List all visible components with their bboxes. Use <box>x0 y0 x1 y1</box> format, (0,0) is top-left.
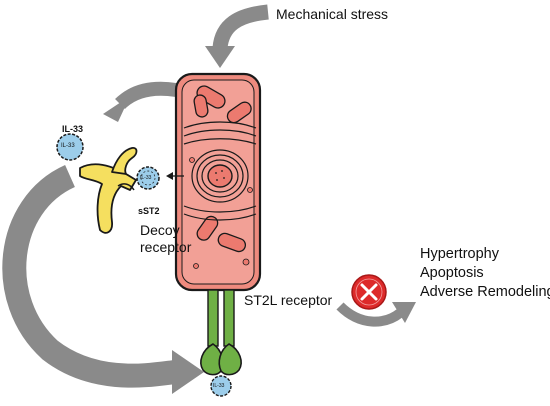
il33-molecule-text: IL-33 <box>61 143 75 149</box>
il33-pathway-arrow <box>2 165 204 394</box>
cardiomyocyte-cell <box>174 72 262 292</box>
decoy-label-line2: receptor <box>140 239 192 255</box>
il33-bound-molecule <box>136 166 160 190</box>
mechanical-stress-arrow <box>205 4 269 68</box>
outcome-adverse-remodeling: Adverse Remodeling <box>420 284 550 300</box>
il33-free-molecule <box>56 133 84 161</box>
st2l-receptor <box>200 289 242 376</box>
x-circle-icon <box>351 274 387 310</box>
outcome-hypertrophy: Hypertrophy <box>420 246 499 262</box>
release-arrow <box>166 172 184 180</box>
il33-bound-text: IL-33 <box>140 175 152 181</box>
sst2-decoy-receptor <box>79 147 138 234</box>
il33-label: IL-33 <box>62 124 84 134</box>
decoy-label-line1: Decoy <box>140 222 180 238</box>
secretion-arrow <box>103 81 178 122</box>
il33-receptor-text: IL-33 <box>213 383 225 389</box>
st2l-receptor-label: ST2L receptor <box>244 292 333 308</box>
il33-receptor-molecule <box>210 375 232 397</box>
sst2-label: sST2 <box>138 206 160 216</box>
outcome-apoptosis: Apoptosis <box>420 265 484 281</box>
outcome-arrow <box>336 302 416 327</box>
cell-organelles <box>183 85 257 269</box>
mechanical-stress-label: Mechanical stress <box>276 6 389 22</box>
